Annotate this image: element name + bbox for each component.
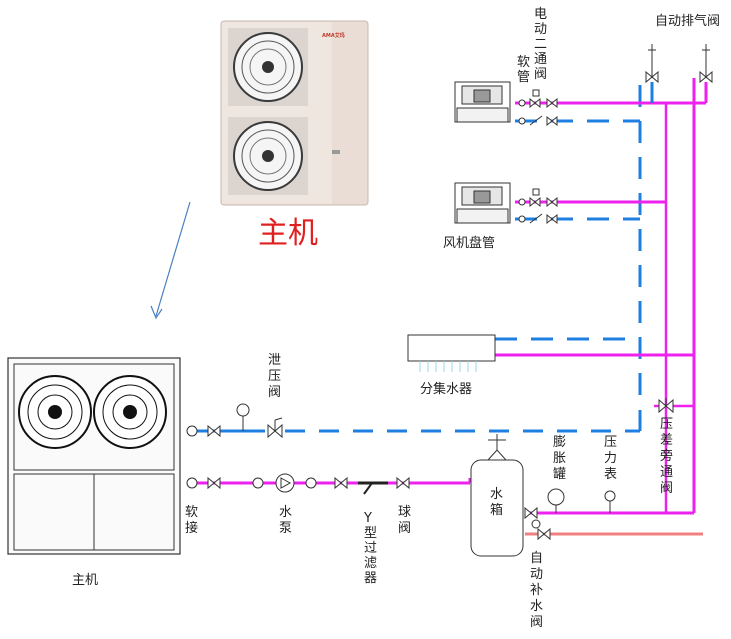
supply-valves: [334, 476, 410, 490]
water-tank-label: 水箱: [490, 487, 503, 518]
pointer-arrow: [150, 201, 191, 320]
manifold: [407, 334, 496, 372]
fan-coil-label: 风机盘管: [443, 235, 495, 251]
elec-two-way-valve-label: 电动二通阀: [534, 7, 547, 82]
fan-coil-1: [454, 81, 511, 123]
supply-connectors: [186, 476, 221, 490]
auto-vent-valve-label: 自动排气阀: [655, 13, 720, 29]
auto-vent-valves: [645, 44, 713, 84]
vent-risers: [650, 82, 708, 105]
main-unit: [7, 357, 181, 555]
bypass-valve-icon: [658, 398, 674, 414]
ball-valve-label: 球阀: [398, 505, 411, 536]
tank-outlet-valve: [524, 488, 616, 520]
y-filter-icon: [358, 481, 388, 495]
fan-coil-2: [454, 182, 511, 224]
pressure-gauge-label: 压力表: [604, 435, 617, 482]
brand-logo: AMA艾玛: [322, 32, 345, 39]
auto-makeup-valve-label: 自动补水阀: [530, 551, 543, 630]
diff-bypass-valve-label: 压差旁通阀: [660, 417, 673, 496]
fan-coil-valves: [518, 89, 558, 225]
water-pump-label: 水泵: [279, 505, 292, 536]
water-tank: [470, 434, 524, 557]
makeup-valve-icon: [531, 519, 551, 541]
manifold-label: 分集水器: [420, 381, 472, 397]
main-unit-label: 主机: [72, 573, 98, 588]
water-pump-icon: [252, 473, 317, 493]
return-connectors: [186, 424, 221, 438]
expansion-tank-label: 膨胀罐: [553, 435, 566, 482]
gauge-icon: [236, 403, 250, 431]
main-unit-photo-label: 主机: [258, 216, 318, 251]
main-unit-photo: AMA艾玛: [220, 20, 369, 206]
relief-valve-icon: [267, 417, 283, 439]
flex-joint-label: 软接: [185, 505, 198, 536]
flexible-pipe-label: 软管: [517, 55, 530, 85]
relief-valve-label: 泄压阀: [268, 353, 281, 400]
